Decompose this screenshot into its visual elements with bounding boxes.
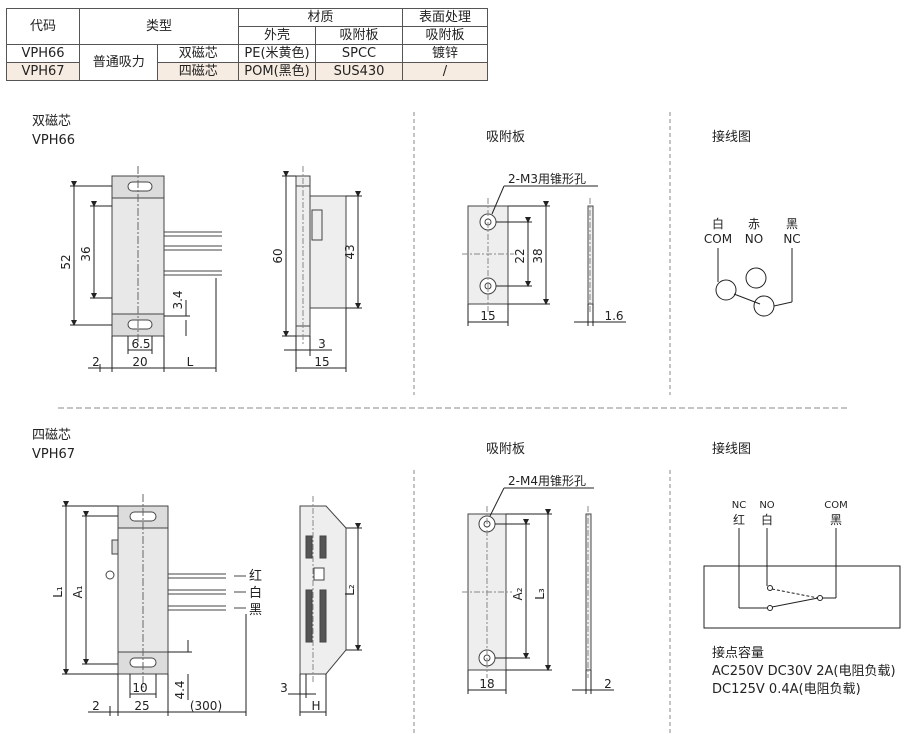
- spec-table: 代码 类型 材质 表面处理 外壳 吸附板 吸附板 VPH66 普通吸力 双磁芯 …: [6, 8, 488, 81]
- reed-switch-schematic: [703, 528, 901, 629]
- dim-L: L: [187, 355, 194, 369]
- dim-20: 20: [132, 355, 147, 369]
- type-common: 普通吸力: [78, 44, 159, 81]
- row-code: VPH66: [6, 44, 80, 63]
- vph67-front-dimensions: [62, 501, 247, 716]
- dim-2: 2: [92, 699, 100, 713]
- cable-label-white: 白: [249, 585, 262, 601]
- wire-red: 红: [733, 512, 745, 527]
- section2-model: VPH67: [32, 447, 76, 462]
- row-surface: 镀锌: [402, 44, 488, 63]
- dim-38: 38: [531, 248, 545, 263]
- row-core: 四磁芯: [157, 62, 239, 81]
- dim-52: 52: [59, 254, 73, 269]
- dim-H: H: [311, 699, 320, 713]
- wire-com: COM: [704, 232, 732, 246]
- dim-4-4: 4.4: [173, 680, 187, 699]
- wire-com: COM: [824, 500, 847, 511]
- dim-22: 22: [513, 248, 527, 263]
- cable-label-black: 黑: [249, 603, 262, 618]
- row-surface: /: [402, 62, 488, 81]
- dim-36: 36: [79, 246, 93, 261]
- wire-no: NO: [745, 232, 763, 246]
- vph67-side-dimensions: [288, 523, 362, 716]
- cable-label-red: 红: [249, 568, 262, 584]
- dim-60: 60: [271, 248, 285, 263]
- wire-nc: NC: [732, 500, 746, 511]
- dim-300: (300): [190, 699, 222, 713]
- header-type: 类型: [79, 8, 239, 45]
- contact-line2: DC125V 0.4A(电阻负载): [712, 682, 861, 697]
- contact-line1: AC250V DC30V 2A(电阻负载): [712, 664, 896, 679]
- wire-red: 赤: [748, 217, 760, 231]
- vph67-side-view: [299, 496, 347, 684]
- section2-wiring-title: 接线图: [712, 442, 752, 457]
- hole-note: 2-M3用锥形孔: [508, 172, 586, 186]
- dim-10: 10: [132, 681, 147, 695]
- header-code: 代码: [6, 8, 80, 45]
- row-housing: POM(黑色): [238, 62, 316, 81]
- section2-plate-title: 吸附板: [486, 442, 526, 457]
- vph67-front-view: [105, 494, 246, 690]
- wire-nc: NC: [783, 232, 800, 246]
- wire-white: 白: [712, 216, 724, 231]
- dim-1-6: 1.6: [604, 309, 623, 323]
- dim-2: 2: [604, 677, 612, 691]
- dim-2: 2: [92, 355, 100, 369]
- section1-wiring-title: 接线图: [712, 130, 752, 145]
- wire-no: NO: [759, 500, 774, 511]
- vph67-plate-view: [462, 506, 592, 678]
- vph66-front-dimensions: [70, 181, 217, 372]
- dim-3: 3: [318, 337, 326, 351]
- vph66-plate-dimensions: [467, 185, 626, 326]
- dim-15: 15: [480, 309, 495, 323]
- dim-3-4: 3.4: [171, 290, 185, 309]
- reed-switch-diagram: [715, 248, 793, 317]
- dim-L2: L₂: [343, 584, 357, 596]
- wire-black: 黑: [786, 217, 798, 231]
- header-surface-plate: 吸附板: [402, 26, 488, 45]
- dim-3: 3: [280, 681, 288, 695]
- wire-black: 黑: [830, 513, 842, 527]
- section1-model: VPH66: [32, 133, 76, 148]
- dim-15: 15: [314, 355, 329, 369]
- wire-white: 白: [761, 512, 773, 527]
- hole-note: 2-M4用锥形孔: [508, 474, 586, 488]
- dim-L1: L₁: [51, 586, 65, 598]
- vph66-side-view: [295, 166, 347, 346]
- section1-plate-title: 吸附板: [486, 130, 526, 145]
- vph67-plate-dimensions: [467, 487, 614, 694]
- dim-A2: A₂: [511, 587, 525, 600]
- dim-25: 25: [134, 699, 149, 713]
- row-plate: SUS430: [315, 62, 403, 81]
- dim-18: 18: [479, 677, 494, 691]
- section2-title: 四磁芯: [32, 428, 72, 443]
- row-housing: PE(米黄色): [238, 44, 316, 63]
- vph66-front-view: [111, 166, 222, 348]
- dim-L3: L₃: [533, 588, 547, 600]
- section1-title: 双磁芯: [32, 114, 72, 129]
- contact-title: 接点容量: [712, 646, 765, 661]
- row-code: VPH67: [6, 62, 80, 81]
- dim-6-5: 6.5: [131, 337, 150, 351]
- dim-43: 43: [343, 244, 357, 259]
- vph66-side-dimensions: [282, 171, 362, 372]
- dim-A1: A₁: [71, 585, 85, 598]
